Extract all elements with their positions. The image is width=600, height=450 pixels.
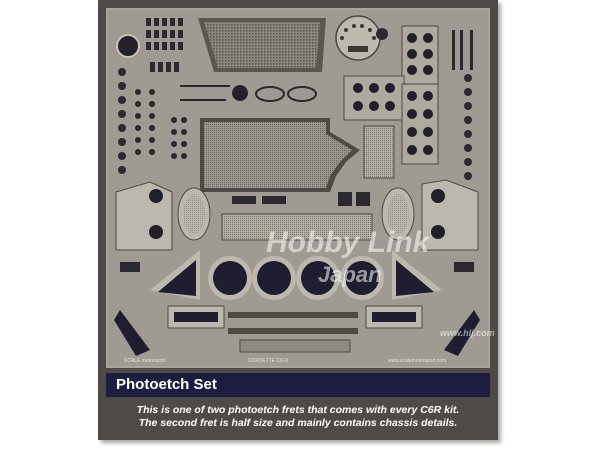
watermark-logo: Hobby Link [266,226,431,259]
mesh-block [363,125,395,179]
triangle-vents [120,250,474,300]
watermark-sub: Japan [318,262,382,287]
small-squares [232,192,370,206]
gauge-disc [335,15,388,61]
gauge-rings [208,256,384,300]
fret-label-model: CORVETTE C6-R [248,358,289,364]
top-grille [198,18,326,72]
oval-plates [177,187,415,241]
lower-strips [114,305,480,356]
description-line: The second fret is half size and mainly … [138,417,458,429]
fret-label-url: www.scalemotorsport.com [388,358,446,364]
hole-panel-right [343,25,439,165]
fret-label-maker: SCALE motorsport [124,358,166,364]
round-part [116,34,140,58]
title-bar: Photoetch Set [106,373,490,397]
bolt-grid [146,18,183,72]
watermark-url: www.hlj.com [440,328,495,338]
ring-column-right [452,30,473,180]
description-line: This is one of two photoetch frets that … [136,404,460,416]
product-description: This is one of two photoetch frets that … [98,404,498,430]
ring-column-left [118,68,187,174]
round-part [232,85,248,101]
page-title: Photoetch Set [116,376,217,393]
mesh-bar [221,213,373,241]
oval-links [180,85,317,102]
center-mesh-panel [200,118,360,192]
side-panel-left [115,181,173,251]
side-panel-right [421,179,479,251]
